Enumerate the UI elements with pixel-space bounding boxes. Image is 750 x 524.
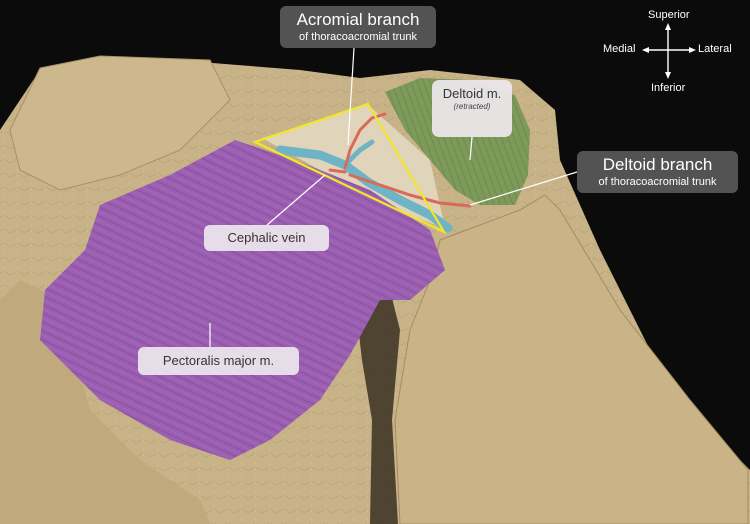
skin-flap-lateral <box>394 194 749 524</box>
deltoid-artery <box>348 173 472 208</box>
acromial-branch-subtitle: of thoracoacromial trunk <box>299 31 417 43</box>
compass-lateral-label: Lateral <box>698 43 732 55</box>
leader-cephalic <box>266 174 326 226</box>
deltopectoral-triangle-outline <box>252 102 447 235</box>
deltoid-muscle-label: Deltoid m. (retracted) <box>432 80 512 137</box>
shadow-gap <box>355 290 400 524</box>
deltoid-muscle-note: (retracted) <box>453 102 491 111</box>
leader-acromial <box>347 47 355 146</box>
acromial-branch-title: Acromial branch <box>296 10 420 29</box>
leader-deltoid-branch <box>469 171 578 206</box>
compass-superior-label: Superior <box>648 9 690 21</box>
deltoid-muscle-title: Deltoid m. <box>442 86 502 101</box>
pectoralis-major-muscle <box>40 140 445 460</box>
cephalic-vein-label: Cephalic vein <box>204 225 329 251</box>
pectoralis-major-label: Pectoralis major m. <box>138 347 299 375</box>
artery-fragment <box>328 168 347 174</box>
orientation-compass <box>642 23 696 79</box>
deltoid-branch-title: Deltoid branch <box>602 155 713 174</box>
pectoralis-major-text: Pectoralis major m. <box>162 353 275 368</box>
cephalic-vein-branch <box>342 139 375 168</box>
compass-inferior-label: Inferior <box>651 82 686 94</box>
leader-deltoid-muscle <box>469 136 473 161</box>
acromial-branch-label: Acromial branch of thoracoacromial trunk <box>280 6 436 48</box>
cephalic-vein-text: Cephalic vein <box>227 230 306 245</box>
deltoid-branch-label: Deltoid branch of thoracoacromial trunk <box>577 151 738 193</box>
compass-medial-label: Medial <box>603 43 636 55</box>
deltoid-branch-subtitle: of thoracoacromial trunk <box>598 176 717 188</box>
skin-flap-upper <box>9 55 231 191</box>
